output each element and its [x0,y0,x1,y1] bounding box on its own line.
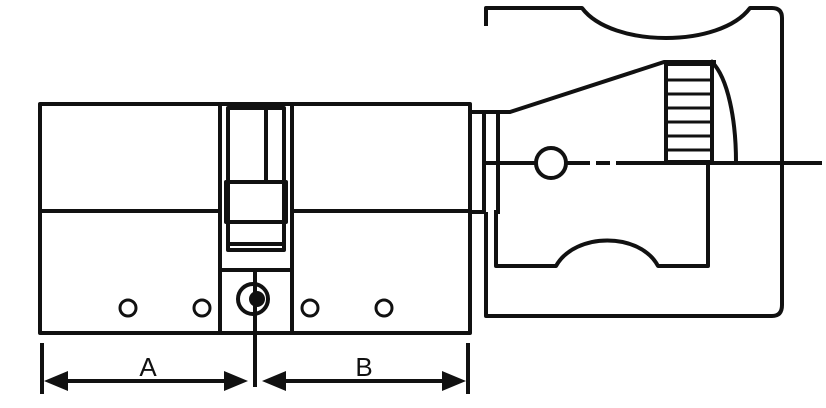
dimension-b [262,371,466,391]
cylinder-right-half [290,102,472,335]
thumb-turn-knob [468,6,822,318]
pin-hole [300,298,320,318]
pin-hole [192,298,212,318]
dimension-b-label: B [355,352,372,382]
cam-block [224,180,288,224]
dimension-a [44,371,248,391]
pin-hole [118,298,138,318]
dimension-a-label: A [139,352,157,382]
dimension-lines: A B [40,268,470,394]
cylinder-left-half [38,102,222,335]
axis-hole [534,146,568,180]
pin-hole [374,298,394,318]
